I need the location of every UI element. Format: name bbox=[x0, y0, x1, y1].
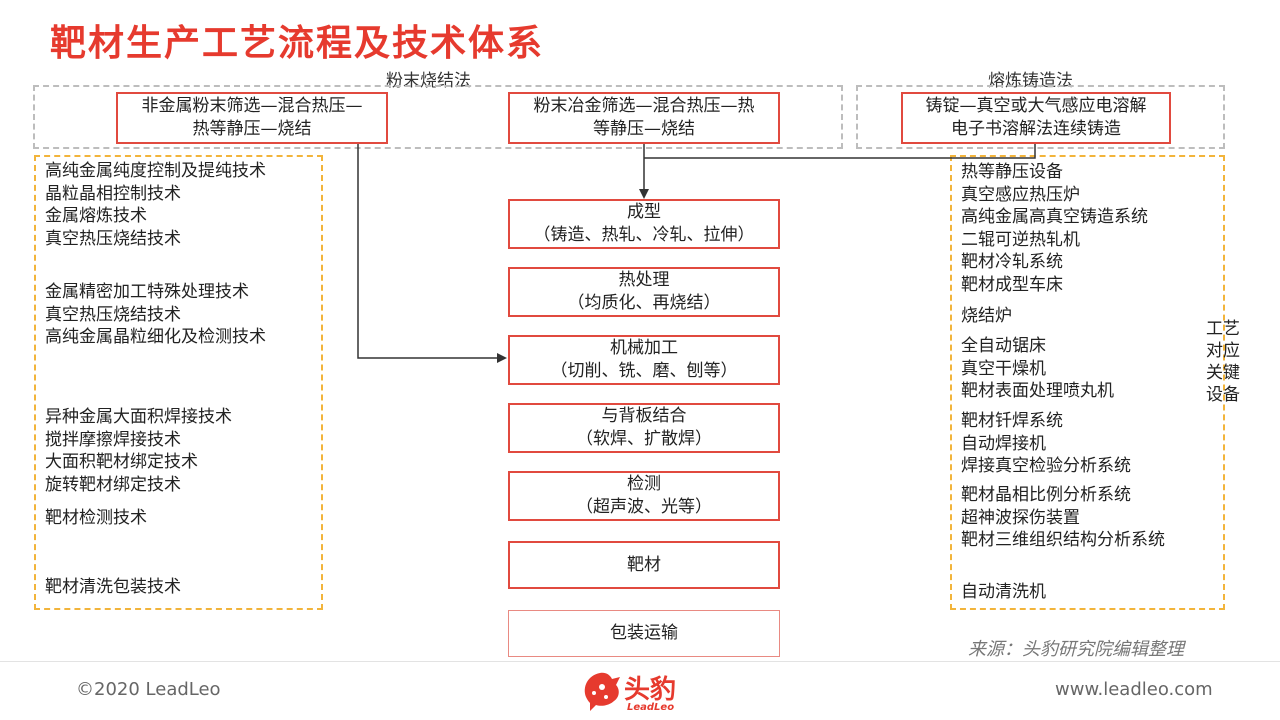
step-packaging-box: 包装运输 bbox=[508, 610, 780, 657]
list-item: 旋转靶材绑定技术 bbox=[45, 474, 181, 495]
nonmetal-powder-method-box: 非金属粉末筛选—混合热压— 热等静压—烧结 bbox=[116, 92, 388, 144]
step-detail: （铸造、热轧、冷轧、拉伸） bbox=[533, 225, 755, 245]
connector-casting-to-forming bbox=[644, 144, 1036, 159]
step-detail: （切削、铣、磨、刨等） bbox=[550, 361, 738, 381]
metal-powder-method-box: 粉末冶金筛选—混合热压—热 等静压—烧结 bbox=[508, 92, 780, 144]
logo-cn-text: 头豹 bbox=[624, 675, 677, 705]
step-machining-box: 机械加工 （切削、铣、磨、刨等） bbox=[508, 335, 780, 385]
step-heat-treatment-box: 热处理 （均质化、再烧结） bbox=[508, 267, 780, 317]
step-name: 靶材 bbox=[627, 554, 661, 575]
list-item: 热等静压设备 bbox=[961, 162, 1063, 182]
casting-method-box: 铸锭—真空或大气感应电溶解 电子书溶解法连续铸造 bbox=[901, 92, 1171, 144]
step-name: 检测 bbox=[627, 474, 661, 494]
side-label-line: 对应 bbox=[1206, 341, 1240, 361]
step-name: 成型 bbox=[627, 202, 661, 222]
step-name: 与背板结合 bbox=[601, 406, 687, 426]
list-item: 靶材钎焊系统 bbox=[961, 411, 1063, 431]
source-note: 来源：头豹研究院编辑整理 bbox=[968, 639, 1184, 660]
list-item: 超神波探伤装置 bbox=[961, 507, 1080, 528]
list-item: 靶材冷轧系统 bbox=[961, 252, 1063, 272]
list-item: 大面积靶材绑定技术 bbox=[45, 452, 198, 472]
list-item: 真空感应热压炉 bbox=[961, 184, 1080, 205]
leopard-head-icon bbox=[584, 672, 620, 711]
list-item: 高纯金属晶粒细化及检测技术 bbox=[45, 327, 266, 347]
equipment-group-4: 靶材钎焊系统 自动焊接机 焊接真空检验分析系统 bbox=[961, 410, 1131, 478]
list-item: 异种金属大面积焊接技术 bbox=[45, 407, 232, 427]
list-item: 靶材晶相比例分析系统 bbox=[961, 485, 1131, 505]
method-line: 热等静压—烧结 bbox=[192, 119, 312, 139]
list-item: 靶材清洗包装技术 bbox=[45, 577, 181, 597]
method-line: 铸锭—真空或大气感应电溶解 bbox=[925, 96, 1147, 116]
method-line: 电子书溶解法连续铸造 bbox=[951, 119, 1121, 139]
list-item: 焊接真空检验分析系统 bbox=[961, 456, 1131, 476]
list-item: 金属熔炼技术 bbox=[45, 206, 147, 226]
list-item: 烧结炉 bbox=[961, 306, 1012, 326]
list-item: 靶材成型车床 bbox=[961, 274, 1063, 295]
method-line: 等静压—烧结 bbox=[593, 119, 695, 139]
side-label-line: 关键 bbox=[1206, 363, 1240, 383]
technique-group-5: 靶材清洗包装技术 bbox=[45, 576, 181, 599]
list-item: 靶材检测技术 bbox=[45, 508, 147, 528]
list-item: 高纯金属高真空铸造系统 bbox=[961, 207, 1148, 227]
list-item: 靶材三维组织结构分析系统 bbox=[961, 530, 1165, 550]
list-item: 自动清洗机 bbox=[961, 582, 1046, 602]
technique-group-1: 高纯金属纯度控制及提纯技术 晶粒晶相控制技术 金属熔炼技术 真空热压烧结技术 bbox=[45, 160, 266, 250]
technique-group-3: 异种金属大面积焊接技术 搅拌摩擦焊接技术 大面积靶材绑定技术 旋转靶材绑定技术 bbox=[45, 406, 232, 496]
technique-group-2: 金属精密加工特殊处理技术 真空热压烧结技术 高纯金属晶粒细化及检测技术 bbox=[45, 281, 266, 349]
step-forming-box: 成型 （铸造、热轧、冷轧、拉伸） bbox=[508, 199, 780, 249]
list-item: 真空热压烧结技术 bbox=[45, 228, 181, 249]
equipment-side-label: 工艺 对应 关键 设备 bbox=[1203, 318, 1243, 406]
step-name: 包装运输 bbox=[610, 623, 678, 643]
list-item: 高纯金属纯度控制及提纯技术 bbox=[45, 161, 266, 181]
list-item: 真空干燥机 bbox=[961, 358, 1046, 379]
list-item: 自动焊接机 bbox=[961, 433, 1046, 454]
footer-divider bbox=[0, 661, 1280, 662]
page-title: 靶材生产工艺流程及技术体系 bbox=[50, 23, 545, 64]
step-name: 热处理 bbox=[618, 270, 670, 290]
method-line: 非金属粉末筛选—混合热压— bbox=[141, 96, 363, 116]
step-detail: （超声波、光等） bbox=[576, 497, 712, 517]
step-detail: （均质化、再烧结） bbox=[567, 293, 721, 313]
copyright-text: ©2020 LeadLeo bbox=[76, 679, 221, 700]
technology-frame bbox=[34, 155, 323, 610]
connector-nonmetal-to-machining bbox=[357, 144, 507, 363]
equipment-group-3: 全自动锯床 真空干燥机 靶材表面处理喷丸机 bbox=[961, 335, 1114, 403]
equipment-group-6: 自动清洗机 bbox=[961, 581, 1046, 604]
list-item: 搅拌摩擦焊接技术 bbox=[45, 429, 181, 450]
equipment-group-2: 烧结炉 bbox=[961, 305, 1012, 328]
technique-group-4: 靶材检测技术 bbox=[45, 507, 147, 530]
step-target-box: 靶材 bbox=[508, 541, 780, 589]
equipment-frame bbox=[950, 155, 1225, 610]
list-item: 金属精密加工特殊处理技术 bbox=[45, 282, 249, 302]
website-text: www.leadleo.com bbox=[1055, 679, 1213, 700]
leadleo-logo: 头豹 LeadLeo bbox=[580, 665, 710, 717]
equipment-group-5: 靶材晶相比例分析系统 超神波探伤装置 靶材三维组织结构分析系统 bbox=[961, 484, 1165, 552]
side-label-line: 工艺 bbox=[1206, 319, 1240, 339]
side-label-line: 设备 bbox=[1206, 385, 1240, 405]
step-inspection-box: 检测 （超声波、光等） bbox=[508, 471, 780, 521]
melt-casting-frame bbox=[856, 85, 1225, 149]
list-item: 晶粒晶相控制技术 bbox=[45, 183, 181, 204]
powder-sintering-frame bbox=[33, 85, 843, 149]
list-item: 二辊可逆热轧机 bbox=[961, 229, 1080, 250]
method-line: 粉末冶金筛选—混合热压—热 bbox=[533, 96, 755, 116]
logo-en-text: LeadLeo bbox=[627, 702, 675, 713]
step-name: 机械加工 bbox=[610, 338, 678, 358]
step-backplate-bonding-box: 与背板结合 （软焊、扩散焊） bbox=[508, 403, 780, 453]
list-item: 靶材表面处理喷丸机 bbox=[961, 381, 1114, 401]
step-detail: （软焊、扩散焊） bbox=[576, 429, 712, 449]
list-item: 真空热压烧结技术 bbox=[45, 304, 181, 325]
equipment-group-1: 热等静压设备 真空感应热压炉 高纯金属高真空铸造系统 二辊可逆热轧机 靶材冷轧系… bbox=[961, 161, 1148, 296]
list-item: 全自动锯床 bbox=[961, 336, 1046, 356]
